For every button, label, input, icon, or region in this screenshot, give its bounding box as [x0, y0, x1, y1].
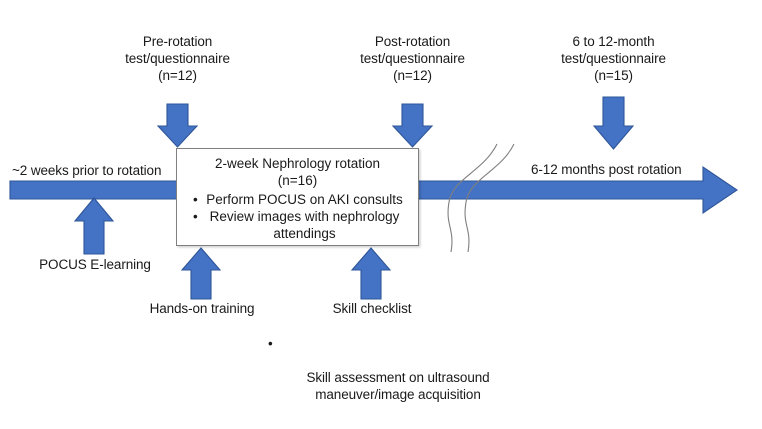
rotation-bullet-icon: •: [193, 192, 198, 207]
rotation-box-subtitle: (n=16): [277, 173, 318, 188]
skill-checklist-bullet-icon: •: [268, 336, 273, 351]
rotation-box-list-item: • Perform POCUS on AKI consults: [179, 191, 416, 208]
timeline-right-label: 6-12 months post rotation: [531, 162, 682, 177]
rotation-detail-box: 2-week Nephrology rotation (n=16) • Perf…: [176, 148, 419, 246]
axis-break-marks: [447, 143, 515, 253]
hands-on-training-up-arrow: [180, 247, 222, 300]
skill-checklist-title: Skill checklist: [332, 301, 412, 316]
timeline-left-label: ~2 weeks prior to rotation: [12, 163, 162, 178]
pocus-elearning-up-arrow: [73, 197, 115, 255]
skill-checklist-detail: • Skill assessment on ultrasound maneuve…: [268, 318, 514, 420]
rotation-box-title: 2-week Nephrology rotation: [214, 156, 381, 171]
pocus-elearning-label: POCUS E-learning: [39, 257, 151, 272]
rotation-bullet-icon: •: [193, 209, 198, 224]
six-to-twelve-month-label: 6 to 12-month test/questionnaire (n=15): [561, 34, 666, 83]
rotation-box-list: • Perform POCUS on AKI consults • Review…: [179, 191, 416, 242]
skill-checklist-bullet-text: Skill assessment on ultrasound maneuver/…: [306, 370, 490, 402]
rotation-box-item-text: Review images with nephrology attendings: [209, 209, 400, 241]
rotation-box-list-item: • Review images with nephrology attendin…: [179, 208, 416, 242]
skill-checklist-up-arrow: [350, 247, 392, 300]
pre-rotation-down-arrow: [156, 103, 199, 148]
post-rotation-down-arrow: [391, 103, 434, 148]
rotation-box-item-text: Perform POCUS on AKI consults: [206, 192, 403, 207]
six-to-twelve-month-down-arrow: [592, 96, 635, 150]
post-rotation-label: Post-rotation test/questionnaire (n=12): [360, 34, 465, 83]
pre-rotation-label: Pre-rotation test/questionnaire (n=12): [125, 34, 230, 83]
hands-on-training-label: Hands-on training: [149, 301, 255, 316]
